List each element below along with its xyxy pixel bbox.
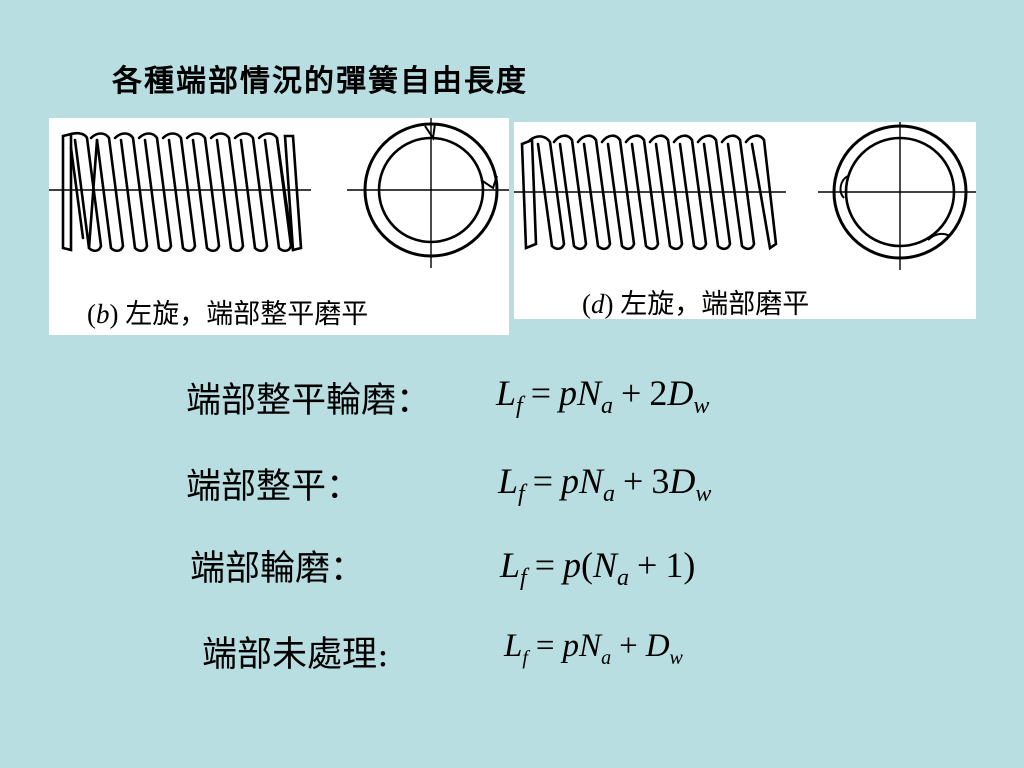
equation-2: Lf=pNa+3Dw xyxy=(498,461,712,507)
spring-b-drawing xyxy=(49,118,509,268)
figure-b-panel: (b) 左旋，端部整平磨平 xyxy=(49,118,509,335)
equation-4: Lf=pNa+Dw xyxy=(504,628,683,669)
equation-3-label: 端部輪磨： xyxy=(190,549,366,589)
figure-b-caption: (b) 左旋，端部整平磨平 xyxy=(87,299,369,329)
figure-d-caption: (d) 左旋，端部磨平 xyxy=(582,289,810,319)
figure-d-panel: (d) 左旋，端部磨平 xyxy=(514,122,976,319)
equation-3: Lf=p(Na+1) xyxy=(500,545,696,591)
slide-title: 各種端部情況的彈簧自由長度 xyxy=(112,64,528,99)
equation-1: Lf=pNa+2Dw xyxy=(496,373,710,419)
equation-2-label: 端部整平： xyxy=(186,467,362,507)
spring-d-drawing xyxy=(514,122,976,270)
equation-1-label: 端部整平輪磨： xyxy=(186,381,432,421)
equation-4-label: 端部未處理: xyxy=(202,635,389,675)
